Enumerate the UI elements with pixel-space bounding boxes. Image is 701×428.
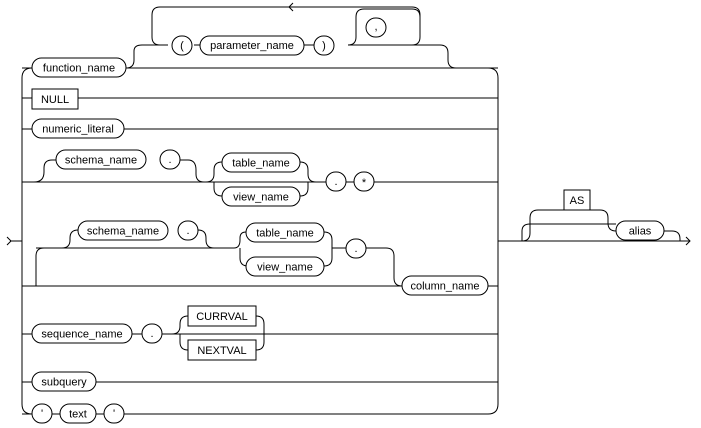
dot-symbol-3: . xyxy=(186,225,189,237)
text-node: text xyxy=(69,409,87,421)
parameter-name-node: parameter_name xyxy=(210,40,294,52)
close-quote-symbol: ' xyxy=(113,408,115,420)
close-paren-symbol: ) xyxy=(322,40,326,52)
schema-name-node-2: schema_name xyxy=(87,226,159,238)
view-name-node-2: view_name xyxy=(257,262,313,274)
dot-symbol-2: . xyxy=(334,176,337,188)
dot-symbol-1: . xyxy=(168,154,171,166)
open-quote-symbol: ' xyxy=(41,408,43,420)
sequence-name-node: sequence_name xyxy=(41,329,122,341)
view-name-node-1: view_name xyxy=(233,192,289,204)
nextval-keyword: NEXTVAL xyxy=(197,345,246,357)
subquery-node: subquery xyxy=(41,377,87,389)
schema-name-node-1: schema_name xyxy=(65,155,137,167)
numeric-literal-node: numeric_literal xyxy=(42,124,114,136)
open-paren-symbol: ( xyxy=(180,40,184,52)
alias-node: alias xyxy=(629,226,652,238)
table-name-node-2: table_name xyxy=(256,228,314,240)
comma-symbol: , xyxy=(374,21,377,33)
dot-symbol-4: . xyxy=(354,243,357,255)
star-symbol: * xyxy=(362,177,367,189)
function-name-node: function_name xyxy=(43,63,115,75)
connector-lines xyxy=(6,2,691,415)
table-name-node-1: table_name xyxy=(232,158,290,170)
currval-keyword: CURRVAL xyxy=(196,311,248,323)
null-keyword: NULL xyxy=(41,94,69,106)
column-name-node: column_name xyxy=(410,281,479,293)
as-keyword: AS xyxy=(570,195,585,207)
dot-symbol-5: . xyxy=(150,328,153,340)
